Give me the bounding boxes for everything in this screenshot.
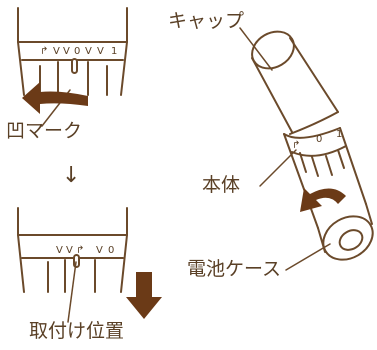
dial-mark-right-1: 0	[316, 134, 322, 145]
dial-mark-right-0: ↱	[292, 140, 300, 151]
dial-mark-right-2: 1	[336, 129, 342, 140]
dial-mark-top-2: V	[63, 46, 70, 57]
dial-mark-bottom-1: V	[66, 245, 73, 256]
leader-cap	[239, 27, 273, 71]
body-label: 本体	[202, 174, 241, 196]
recess-mark-bottom	[73, 254, 80, 268]
dial-mark-top-0: ↱	[40, 46, 48, 57]
push-down-arrow	[126, 272, 162, 319]
dial-mark-bottom-0: V	[56, 245, 63, 256]
dial-mark-top-3: 0	[74, 46, 80, 57]
recess-mark-label: 凹マーク	[6, 120, 83, 142]
cap-label: キャップ	[168, 10, 245, 32]
battery-case-end	[322, 215, 374, 261]
battery-case-label: 電池ケース	[187, 258, 282, 280]
dial-mark-bottom-3: V	[96, 245, 103, 256]
cap-top	[251, 30, 295, 70]
leader-body	[259, 149, 297, 187]
rotate-left-arrow	[22, 82, 88, 114]
dial-marks: ↱ V V 0 V V 1 V V ↱ V 0 ↱ 0 1	[40, 46, 342, 256]
dial-mark-top-5: V	[97, 46, 104, 57]
body-installed-position	[17, 207, 128, 293]
leader-battery-case	[285, 243, 331, 271]
dial-mark-bottom-2: ↱	[76, 245, 84, 256]
install-position-label: 取付け位置	[29, 320, 125, 342]
dial-mark-bottom-4: 0	[108, 245, 114, 256]
dial-mark-top-6: 1	[111, 46, 117, 57]
dial-mark-top-1: V	[53, 46, 60, 57]
recess-mark-top	[71, 58, 78, 74]
body-before-alignment	[17, 7, 128, 96]
leader-install-position	[67, 261, 77, 323]
dial-mark-top-4: V	[85, 46, 92, 57]
step-arrow: ↓	[62, 163, 81, 188]
rotate-battery-case-arrow	[300, 188, 346, 212]
cylinder-assembly	[251, 30, 374, 261]
